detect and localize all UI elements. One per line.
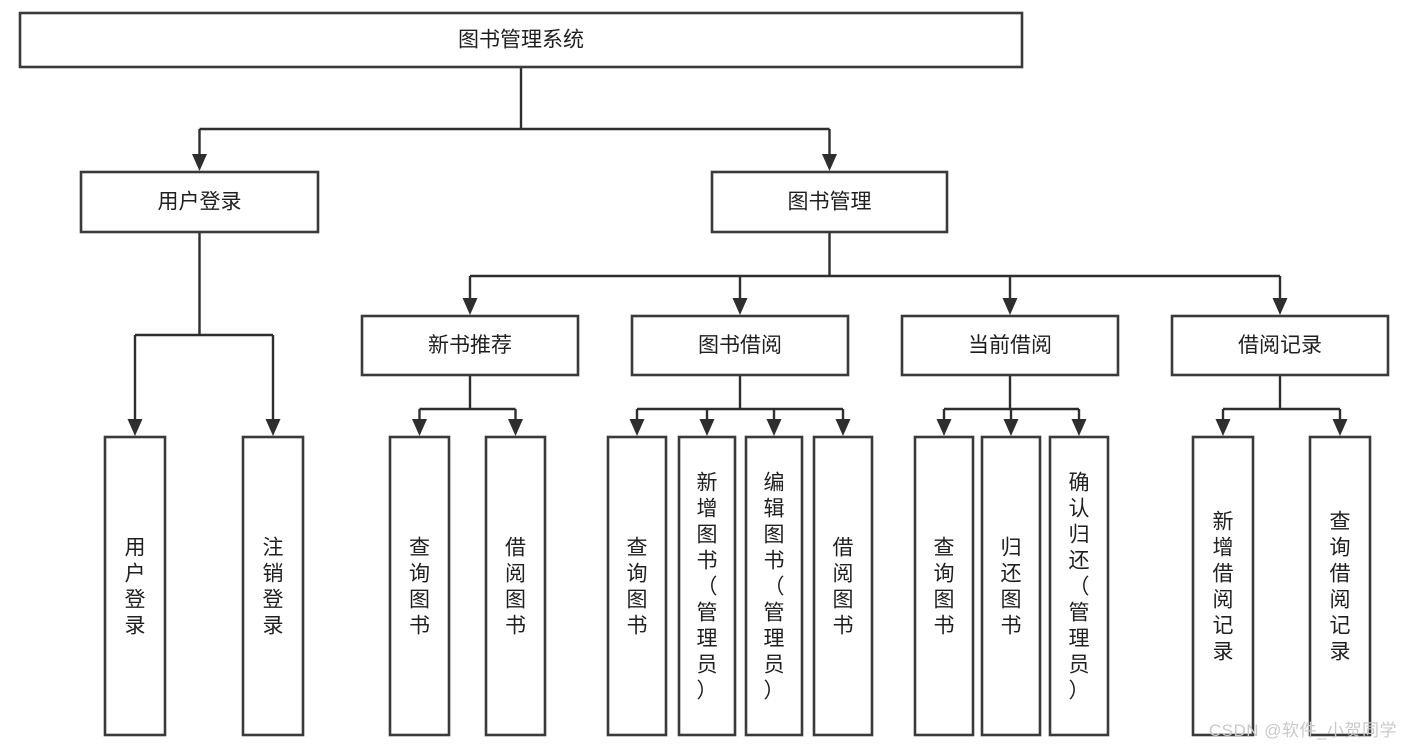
node-box [18,11,1024,69]
arrow-head-icon [629,419,645,436]
arrow-head-icon [699,419,715,436]
node-label: 新增图书（管理员） [697,471,718,702]
node-box [1048,435,1110,737]
node-root-图书管理系统[interactable]: 图书管理系统 [18,11,1024,69]
arrow-head-icon [732,298,748,315]
node-level3-1[interactable]: 图书借阅 [630,314,850,377]
connector-layer [127,67,1348,436]
node-leaf-12[interactable]: 查询借阅记录 [1308,435,1372,737]
node-box [241,435,305,737]
node-box [710,170,949,234]
arrow-head-icon [936,419,952,436]
node-leaf-6[interactable]: 编辑图书（管理员） [744,435,804,737]
node-leaf-0[interactable]: 用户登录 [103,435,167,737]
arrow-head-icon [462,298,478,315]
node-level2-1[interactable]: 图书管理 [710,170,949,234]
node-box [913,435,975,737]
node-box [1308,435,1372,737]
arrow-head-icon [822,154,837,171]
arrow-head-icon [412,419,427,436]
node-label: 新书推荐 [428,334,512,357]
node-label: 借阅记录 [1238,334,1322,357]
node-box [103,435,167,737]
node-leaf-5[interactable]: 新增图书（管理员） [677,435,737,737]
node-label: 借阅图书 [833,536,854,637]
node-leaf-4[interactable]: 查询图书 [606,435,668,737]
node-label: 编辑图书（管理员） [764,471,785,702]
node-leaf-7[interactable]: 借阅图书 [812,435,874,737]
node-box [630,314,850,377]
node-label: 新增借阅记录 [1213,510,1234,663]
node-label: 当前借阅 [968,334,1052,357]
node-label: 注销登录 [263,536,284,637]
node-box [79,170,320,234]
arrow-head-icon [1215,419,1231,436]
node-label: 归还图书 [1001,536,1022,637]
node-level3-2[interactable]: 当前借阅 [900,314,1120,377]
node-label: 查询图书 [409,536,430,637]
node-box [1191,435,1255,737]
node-box [677,435,737,737]
arrow-head-icon [265,419,281,436]
node-label: 查询图书 [627,536,648,637]
arrow-head-icon [835,419,851,436]
node-leaf-8[interactable]: 查询图书 [913,435,975,737]
arrow-head-icon [127,419,143,436]
node-box [1170,314,1390,377]
node-leaf-10[interactable]: 确认归还（管理员） [1048,435,1110,737]
node-leaf-1[interactable]: 注销登录 [241,435,305,737]
node-label: 确认归还（管理员） [1069,471,1090,702]
node-box [980,435,1042,737]
node-label: 借阅图书 [505,536,526,637]
node-level2-0[interactable]: 用户登录 [79,170,320,234]
node-leaf-9[interactable]: 归还图书 [980,435,1042,737]
arrow-head-icon [1003,419,1019,436]
arrow-head-icon [1332,419,1348,436]
node-box [900,314,1120,377]
arrow-head-icon [766,419,782,436]
arrow-head-icon [1272,298,1288,315]
node-label: 图书管理 [788,191,872,214]
node-label: 用户登录 [158,191,242,214]
node-level3-0[interactable]: 新书推荐 [360,314,580,377]
node-label: 用户登录 [125,536,146,637]
arrow-head-icon [1002,298,1018,315]
node-box [744,435,804,737]
csdn-watermark: CSDN @软件_小贺同学 [1208,721,1397,740]
node-leaf-11[interactable]: 新增借阅记录 [1191,435,1255,737]
node-box [606,435,668,737]
arrow-head-icon [508,419,523,436]
node-leaf-2[interactable]: 查询图书 [388,435,451,737]
node-box [360,314,580,377]
node-box [484,435,547,737]
node-label: 查询图书 [934,536,955,637]
node-level3-3[interactable]: 借阅记录 [1170,314,1390,377]
node-label: 查询借阅记录 [1330,510,1351,663]
arrow-head-icon [1071,419,1087,436]
node-box [812,435,874,737]
node-layer: 图书管理系统用户登录图书管理新书推荐图书借阅当前借阅借阅记录用户登录注销登录查询… [18,11,1390,737]
arrow-head-icon [192,154,207,171]
node-label: 图书管理系统 [458,29,584,52]
node-label: 图书借阅 [698,334,782,357]
node-box [388,435,451,737]
node-leaf-3[interactable]: 借阅图书 [484,435,547,737]
